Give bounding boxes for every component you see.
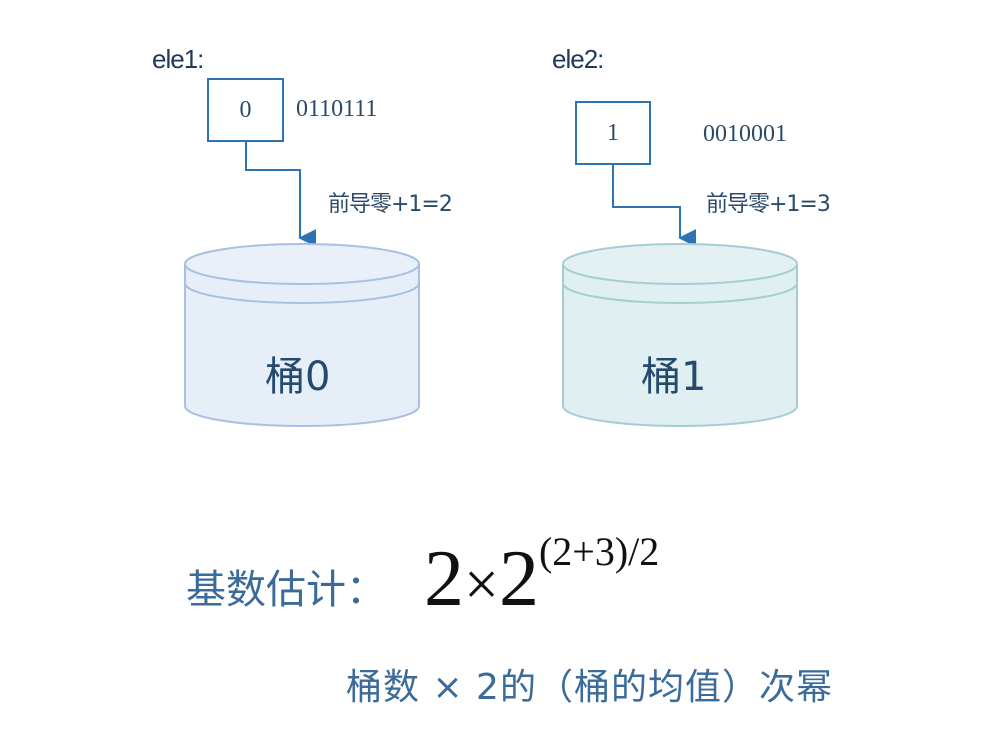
formula-times-sign: × <box>464 551 499 619</box>
estimate-formula: 2×2(2+3)/2 <box>424 529 659 625</box>
formula-base: 2 <box>424 535 464 623</box>
bucket-0-cylinder <box>184 243 420 427</box>
ele1-note: 前导零+1=2 <box>328 192 453 217</box>
ele2-bucket-index: 1 <box>607 119 619 146</box>
ele2-label: ele2: <box>552 44 604 74</box>
ele1-bucket-index: 0 <box>239 96 252 123</box>
connector-ele2-arrow <box>612 165 697 247</box>
estimate-label: 基数估计： <box>186 567 386 613</box>
formula-explanation: 桶数 × 2的（桶的均值）次幂 <box>346 667 833 708</box>
formula-power-base: 2 <box>498 535 539 623</box>
ele2-bits: 0010001 <box>703 121 787 147</box>
bucket-1-label: 桶1 <box>641 354 707 400</box>
bucket-1-cylinder <box>562 243 798 427</box>
ele1-bucket-index-box: 0 <box>207 78 284 142</box>
ele2-note: 前导零+1=3 <box>706 192 831 217</box>
formula-exponent: (2+3)/2 <box>538 529 660 574</box>
ele2-bucket-index-box: 1 <box>575 101 651 165</box>
ele1-bits: 0110111 <box>296 96 378 122</box>
ele1-label: ele1: <box>152 44 204 74</box>
connector-ele1-arrow <box>245 142 317 247</box>
bucket-0-label: 桶0 <box>265 354 331 400</box>
